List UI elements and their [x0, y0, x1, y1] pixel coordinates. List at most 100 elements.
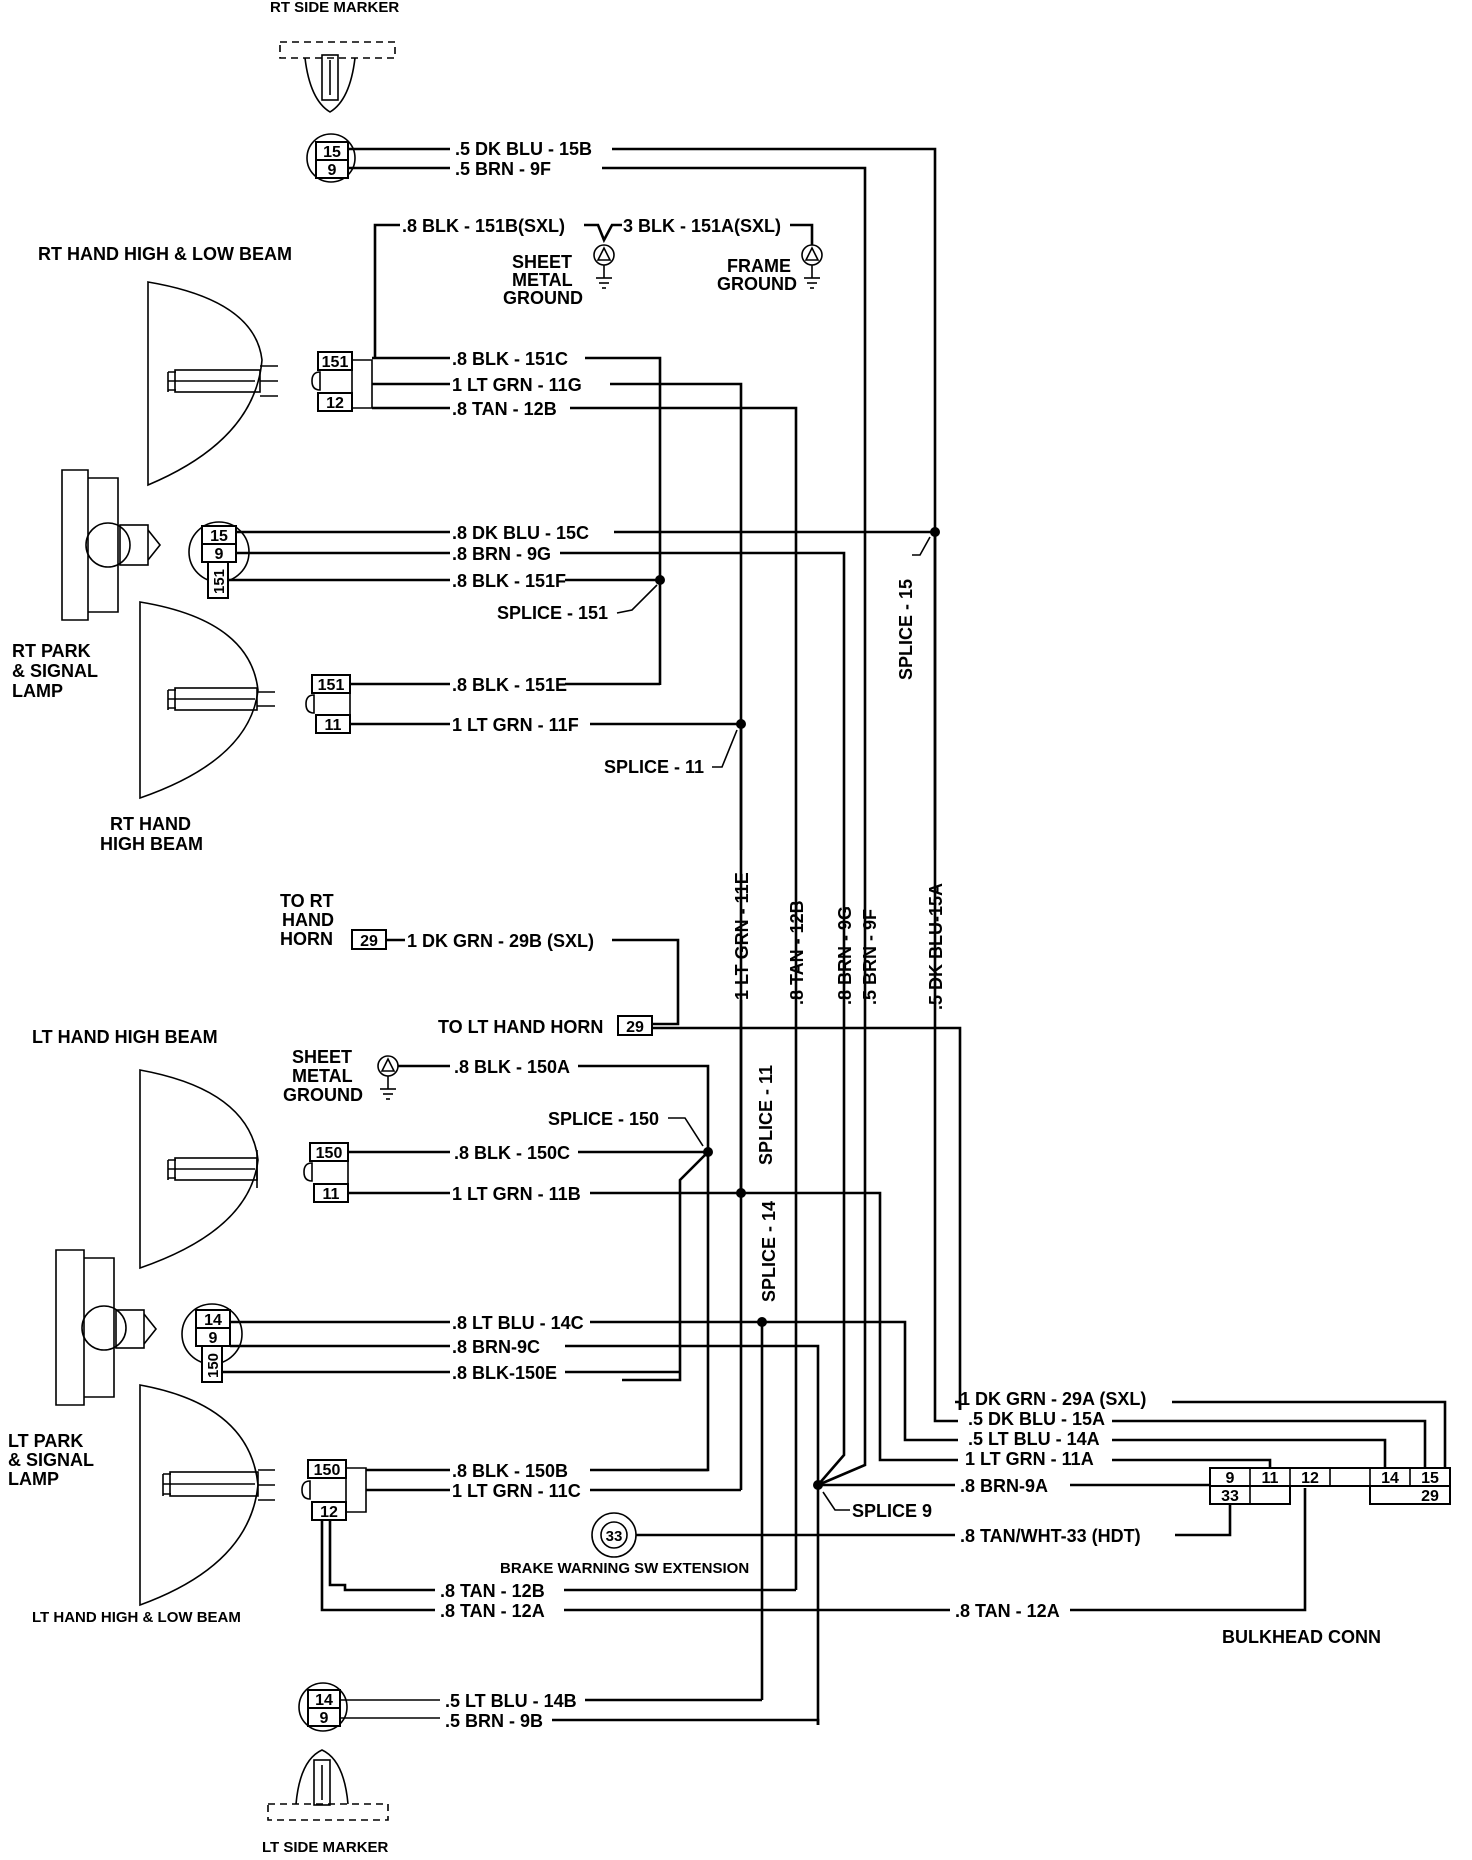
splice-14-label: SPLICE - 14 — [759, 1201, 779, 1302]
wire-15a-label: .5 DK BLU - 15A — [968, 1409, 1105, 1429]
splice-11-bottom-label: SPLICE - 11 — [756, 1065, 776, 1165]
rt-horn-connector: 29 — [351, 929, 387, 950]
wire-14a-label: .5 LT BLU - 14A — [968, 1429, 1100, 1449]
wire-151c-label: .8 BLK - 151C — [452, 349, 568, 369]
lt-park-label-2: & SIGNAL — [8, 1450, 94, 1470]
sheet-metal-ground-label-3: GROUND — [503, 288, 583, 308]
to-lt-horn-label: TO LT HAND HORN — [438, 1017, 603, 1037]
to-rt-horn-label-2: HAND — [282, 910, 334, 930]
brake-warning-label: BRAKE WARNING SW EXTENSION — [500, 1560, 749, 1577]
splice-151-dot — [655, 575, 665, 585]
rt-hi-lo-beam-lamp-icon — [147, 281, 278, 487]
sheet-metal-ground-label-b3: GROUND — [283, 1085, 363, 1105]
lt-hi-lo-beam-lamp-icon — [139, 1384, 275, 1607]
rt-side-marker-icon — [279, 41, 396, 113]
bulkhead-pin-14: 14 — [1381, 1470, 1399, 1487]
pin-12b: 12 — [320, 1504, 338, 1521]
pin-29b: 29 — [626, 1019, 644, 1036]
wire-12a-label-bottom: .8 TAN - 12A — [440, 1601, 545, 1621]
wire-15a-vertical-label: .5 DK BLU-15A — [926, 883, 946, 1010]
sheet-metal-ground-icon-bottom — [377, 1055, 399, 1100]
wire-15b-label: .5 DK BLU - 15B — [455, 139, 592, 159]
wire-151f-label: .8 BLK - 151F — [452, 571, 566, 591]
sheet-metal-ground-icon-top — [593, 244, 615, 289]
wire-29a-label: 1 DK GRN - 29A (SXL) — [960, 1389, 1146, 1409]
rt-side-marker-label: RT SIDE MARKER — [270, 0, 399, 16]
rt-side-marker-connector: 15 9 — [306, 133, 356, 183]
wire-150e-label: .8 BLK-150E — [452, 1363, 557, 1383]
wire-9f-vertical-label: .5 BRN - 9F — [860, 909, 880, 1005]
lt-side-marker-label: LT SIDE MARKER — [262, 1839, 389, 1856]
sheet-metal-ground-label-b1: SHEET — [292, 1047, 352, 1067]
pin-150: 150 — [316, 1145, 343, 1162]
splice-9-label: SPLICE 9 — [852, 1501, 932, 1521]
bulkhead-pin-11: 11 — [1262, 1470, 1279, 1487]
wire-11a-label: 1 LT GRN - 11A — [965, 1449, 1094, 1469]
wire-9f-label: .5 BRN - 9F — [455, 159, 551, 179]
wire-150a-label: .8 BLK - 150A — [454, 1057, 570, 1077]
bulkhead-connector: 9 11 12 14 15 33 29 — [1209, 1467, 1451, 1505]
splice-11-top-label: SPLICE - 11 — [604, 757, 704, 777]
bulkhead-pin-9: 9 — [1226, 1470, 1235, 1487]
pin-150c: 150 — [314, 1462, 341, 1479]
lt-park-label-1: LT PARK — [8, 1431, 83, 1451]
lt-horn-connector: 29 — [617, 1015, 653, 1036]
rt-park-label-3: LAMP — [12, 681, 63, 701]
pin-151b: 151 — [211, 569, 228, 594]
pin-14: 14 — [204, 1312, 222, 1329]
lt-park-lamp-icon — [55, 1249, 158, 1406]
wire-11b-label: 1 LT GRN - 11B — [452, 1184, 581, 1204]
splice-151-label: SPLICE - 151 — [497, 603, 608, 623]
pin-11: 11 — [325, 717, 342, 734]
wire-150c-label: .8 BLK - 150C — [454, 1143, 570, 1163]
wire-12b-label-bottom: .8 TAN - 12B — [440, 1581, 545, 1601]
pin-151c: 151 — [318, 677, 345, 694]
wire-33-label: .8 TAN/WHT-33 (HDT) — [960, 1526, 1141, 1546]
frame-ground-icon — [801, 244, 823, 289]
wire-9a-label: .8 BRN-9A — [960, 1476, 1048, 1496]
pin-9b: 9 — [215, 546, 224, 563]
bulkhead-label: BULKHEAD CONN — [1222, 1627, 1381, 1647]
wire-9b-label: .5 BRN - 9B — [445, 1711, 543, 1731]
rt-high-beam-label-2: HIGH BEAM — [100, 834, 203, 854]
wire-9g-vertical-label: .8 BRN - 9G — [835, 906, 855, 1005]
wire-12b-vertical-label: .8 TAN - 12B — [787, 900, 807, 1005]
wire-9g-label: .8 BRN - 9G — [452, 544, 551, 564]
lt-park-connector: 14 9 150 — [181, 1303, 243, 1383]
pin-15: 15 — [323, 144, 341, 161]
pin-29: 29 — [360, 933, 378, 950]
lt-hi-lo-beam-label: LT HAND HIGH & LOW BEAM — [32, 1609, 241, 1626]
wire-9c-label: .8 BRN-9C — [452, 1337, 540, 1357]
bulkhead-pin-15: 15 — [1421, 1470, 1439, 1487]
brake-warning-switch-icon: 33 — [591, 1512, 637, 1558]
wire-15c-label: .8 DK BLU - 15C — [452, 523, 589, 543]
wire-12a-label: .8 TAN - 12A — [955, 1601, 1060, 1621]
pin-150b: 150 — [205, 1353, 222, 1378]
lt-high-beam-lamp-icon — [139, 1069, 259, 1270]
rt-park-label-1: RT PARK — [12, 641, 91, 661]
pin-9: 9 — [328, 162, 337, 179]
rt-high-beam-label-1: RT HAND — [110, 814, 191, 834]
to-rt-horn-label-3: HORN — [280, 929, 333, 949]
sheet-metal-ground-label-b2: METAL — [292, 1066, 353, 1086]
rt-park-connector: 15 9 151 — [188, 521, 250, 599]
lt-high-beam-connector: 150 11 — [303, 1142, 349, 1203]
bulkhead-pin-12: 12 — [1301, 1470, 1319, 1487]
wire-151e-label: .8 BLK - 151E — [452, 675, 567, 695]
rt-hi-lo-beam-label: RT HAND HIGH & LOW BEAM — [38, 244, 292, 264]
wire-150b-label: .8 BLK - 150B — [452, 1461, 568, 1481]
wire-11e-vertical-label: 1 LT GRN - 11E — [732, 872, 752, 1000]
frame-ground-label-2: GROUND — [717, 274, 797, 294]
rt-high-beam-lamp-icon — [139, 601, 275, 800]
sheet-metal-ground-label-1: SHEET — [512, 252, 572, 272]
frame-ground-label-1: FRAME — [727, 256, 791, 276]
lt-park-label-3: LAMP — [8, 1469, 59, 1489]
pin-15b: 15 — [210, 528, 228, 545]
splice-150-label: SPLICE - 150 — [548, 1109, 659, 1129]
rt-high-beam-connector: 151 11 — [305, 674, 351, 734]
pin-14b: 14 — [315, 1692, 333, 1709]
rt-park-label-2: & SIGNAL — [12, 661, 98, 681]
bulkhead-pin-29: 29 — [1421, 1488, 1439, 1505]
wire-11g-label: 1 LT GRN - 11G — [452, 375, 582, 395]
